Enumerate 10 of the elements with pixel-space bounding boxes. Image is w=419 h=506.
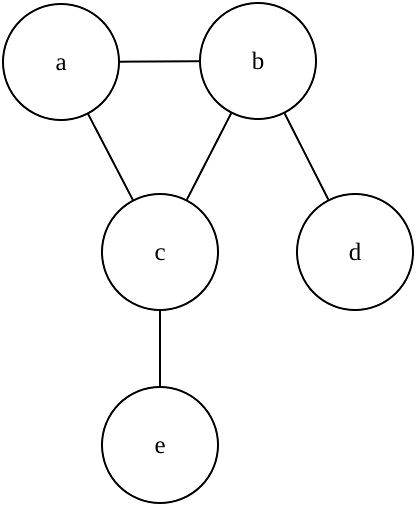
node-label: e bbox=[154, 432, 166, 458]
node-label: b bbox=[252, 48, 264, 74]
node-label: a bbox=[55, 50, 67, 74]
node-label: d bbox=[348, 240, 362, 264]
connector-line bbox=[120, 60, 199, 63]
connector-line bbox=[284, 113, 330, 200]
connector-line bbox=[87, 114, 134, 200]
node-label: c bbox=[154, 240, 166, 264]
connector-line bbox=[186, 113, 232, 200]
connector-line bbox=[159, 311, 161, 386]
